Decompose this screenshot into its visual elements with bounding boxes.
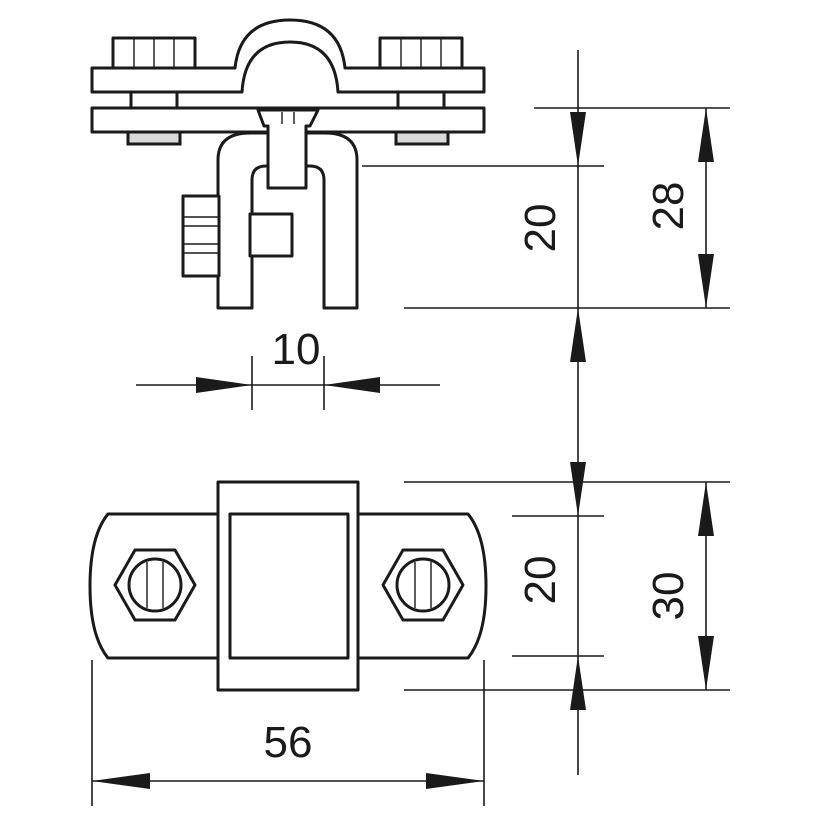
left-nut	[126, 130, 182, 146]
right-bolt-shank	[396, 90, 446, 110]
right-screw-head	[395, 557, 451, 613]
side-set-screw	[181, 194, 221, 278]
center-stud	[256, 108, 320, 190]
saddle-inner	[228, 512, 350, 660]
left-bolt-shank	[129, 90, 179, 110]
dimension-arrows	[92, 108, 714, 789]
side-view	[90, 18, 486, 310]
dim-label-top-total: 30	[644, 572, 693, 621]
dim-label-side-inner: 20	[516, 204, 565, 253]
dim-label-slot-width: 10	[272, 325, 321, 374]
dimension-lines	[91, 50, 730, 806]
left-screw-head	[127, 557, 183, 613]
dim-label-top-inner: 20	[516, 556, 565, 605]
set-screw-shank	[248, 212, 294, 258]
dimension-labels: 20 28 10 20 30 56	[264, 182, 693, 767]
dim-label-overall-length: 56	[264, 718, 313, 767]
top-view	[88, 480, 488, 692]
right-nut	[394, 130, 450, 146]
dim-label-side-total: 28	[644, 182, 693, 231]
top-plate-bow	[90, 18, 486, 94]
u-clamp-body	[216, 131, 359, 310]
